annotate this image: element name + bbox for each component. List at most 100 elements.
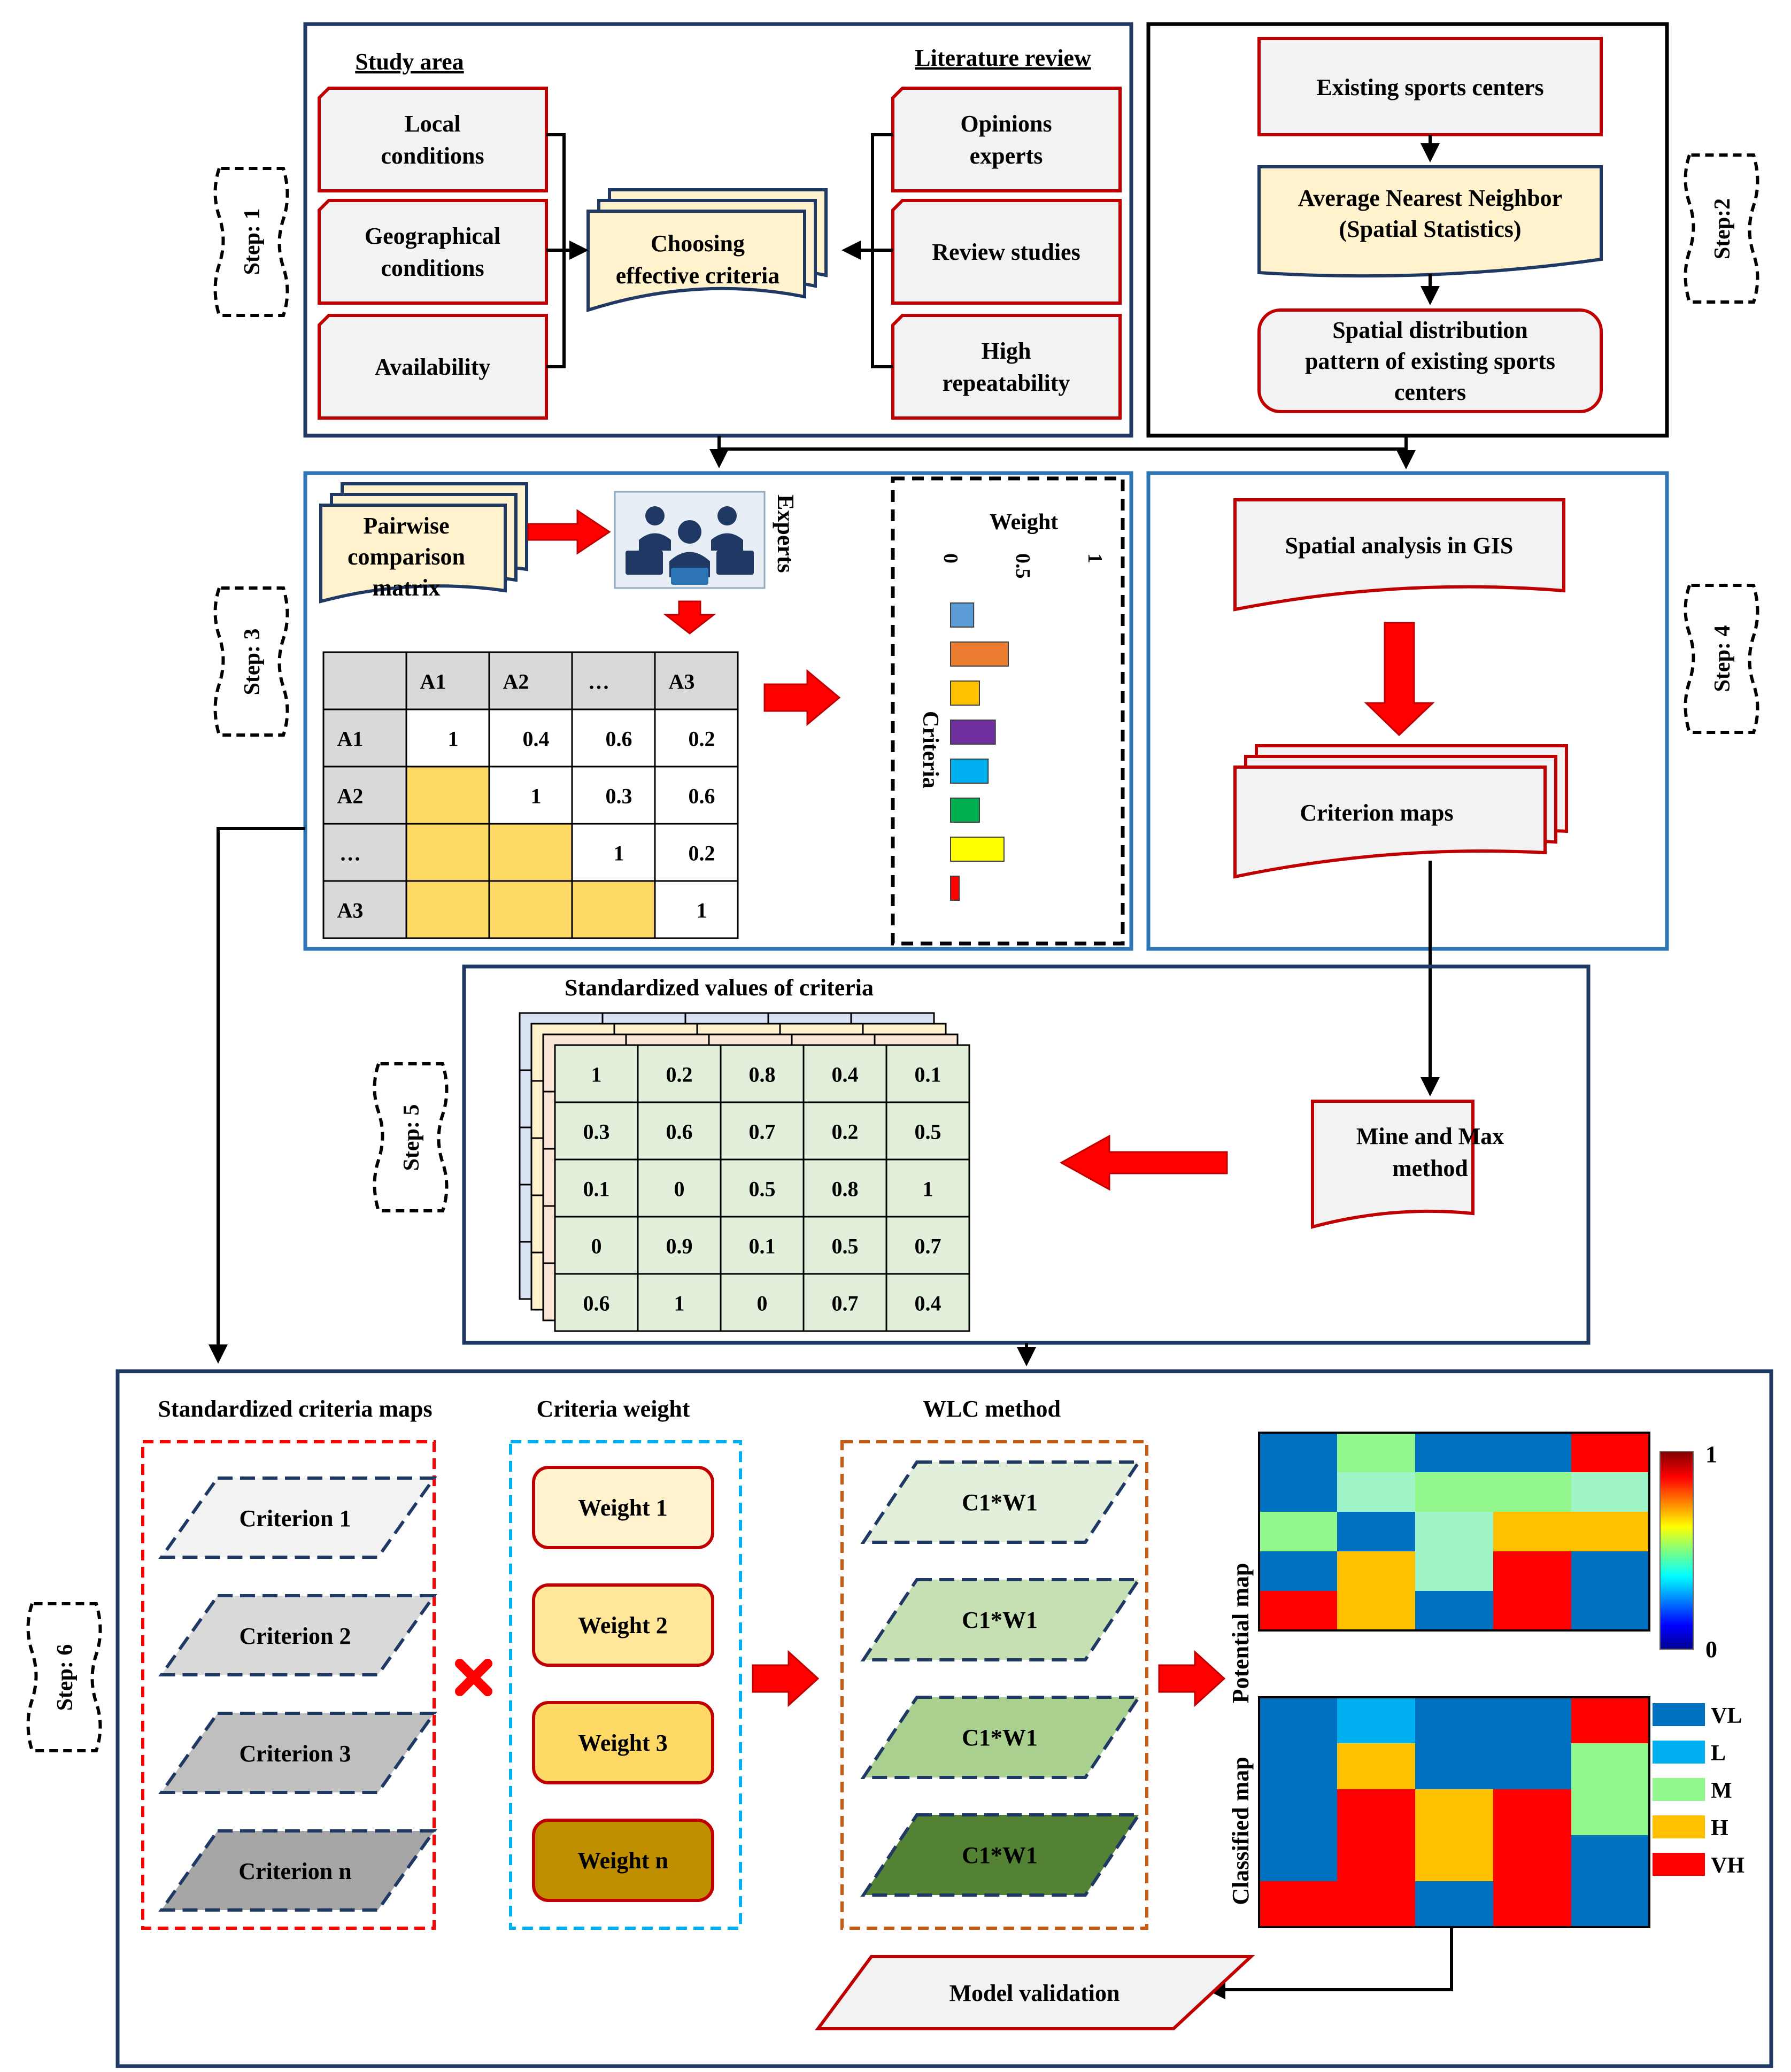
legend-label-vh: VH — [1711, 1853, 1744, 1878]
red-arrow-down-to-maps — [1364, 622, 1435, 737]
step1-left-box-3: Availability — [318, 314, 548, 420]
s6-potential-cell-0-1 — [1337, 1433, 1416, 1473]
existing-sports-centers-label: Existing sports centers — [1316, 74, 1543, 100]
matrix-cell-1-0: A2 — [337, 784, 364, 808]
s6-classified-cell-4-3 — [1493, 1881, 1572, 1928]
min-max-line1: Mine and Max — [1356, 1123, 1504, 1149]
criterion-map-3: Criterion 3 — [158, 1712, 437, 1794]
matrix-cell-1-2: 1 — [531, 784, 542, 808]
model-validation-label: Model validation — [949, 1980, 1120, 2006]
matrix-cell-2-3: 1 — [614, 841, 624, 865]
weight-bar-3 — [950, 681, 980, 706]
criterion-maps-box: Criterion maps — [1233, 744, 1568, 879]
spatial-analysis-label: Spatial analysis in GIS — [1285, 532, 1514, 559]
weight-label-2: Weight 2 — [578, 1612, 667, 1638]
criterion-label-2: Criterion 2 — [240, 1623, 351, 1649]
s6-potential-cell-4-2 — [1415, 1591, 1494, 1631]
matrix-cell-1-3: 0.3 — [606, 784, 632, 808]
red-arrow-to-wlc — [752, 1650, 820, 1707]
colorbar-min: 0 — [1705, 1636, 1717, 1663]
wlc-label-4: C1*W1 — [962, 1842, 1038, 1868]
red-arrow-down-to-matrix — [663, 600, 716, 635]
step6-tag: Step: 6 — [26, 1602, 102, 1752]
weight-bar-4 — [950, 720, 996, 745]
weight-axis-label: Weight — [990, 510, 1058, 535]
colorbar-max: 1 — [1705, 1441, 1717, 1467]
weight-bar-6 — [950, 798, 980, 823]
wlc-product-1: C1*W1 — [860, 1460, 1142, 1544]
std-cell-0-3: 0.4 — [832, 1063, 859, 1087]
weight-tick-1: 0.5 — [1012, 553, 1034, 579]
s6-classified-cell-3-1 — [1337, 1835, 1416, 1882]
step1-left-box-2-line1: Geographical — [365, 223, 500, 249]
study-area-title: Study area — [355, 49, 464, 75]
s6-potential-cell-2-0 — [1259, 1512, 1338, 1552]
legend-swatch-vl — [1651, 1702, 1706, 1727]
step1-right-box-1-line1: Opinions — [960, 111, 1052, 137]
s6-potential-cell-3-1 — [1337, 1551, 1416, 1591]
step3-label: Step: 3 — [240, 629, 265, 695]
choosing-criteria-line1: Choosing — [651, 230, 745, 257]
wlc-label-3: C1*W1 — [962, 1725, 1038, 1751]
s6-potential-cell-1-3 — [1493, 1472, 1572, 1512]
s6-potential-cell-1-2 — [1415, 1472, 1494, 1512]
s6-classified-cell-4-2 — [1415, 1881, 1494, 1928]
s6-classified-cell-1-2 — [1415, 1743, 1494, 1790]
std-cell-4-0: 0.6 — [583, 1292, 610, 1316]
choosing-criteria-box: Choosing effective criteria — [586, 188, 828, 313]
std-cell-1-3: 0.2 — [832, 1120, 859, 1144]
s6-classified-cell-3-3 — [1493, 1835, 1572, 1882]
step1-left-box-1-line2: conditions — [381, 143, 484, 169]
step1-right-box-2-line1: Review studies — [932, 239, 1080, 265]
s6-classified-cell-1-4 — [1571, 1743, 1650, 1790]
weight-chart-frame — [891, 476, 1125, 946]
std-cell-1-4: 0.5 — [915, 1120, 941, 1144]
s6-potential-cell-0-3 — [1493, 1433, 1572, 1473]
min-max-method-box — [1311, 1100, 1475, 1229]
red-arrow-to-maps — [1158, 1650, 1226, 1707]
pairwise-line2: comparison — [348, 544, 465, 570]
s6-potential-cell-3-2 — [1415, 1551, 1494, 1591]
matrix-cell-0-0: A1 — [337, 727, 364, 751]
multiply-icon — [455, 1659, 492, 1696]
matrix-cell-0-3: 0.6 — [606, 727, 632, 751]
s6-potential-cell-2-2 — [1415, 1512, 1494, 1552]
weight-label-1: Weight 1 — [578, 1495, 667, 1521]
colorbar — [1659, 1451, 1694, 1650]
s6-classified-cell-3-2 — [1415, 1835, 1494, 1882]
weight-label-3: Weight 3 — [578, 1730, 667, 1756]
s6-classified-cell-4-4 — [1571, 1881, 1650, 1928]
step6-label: Step: 6 — [53, 1644, 78, 1711]
std-cell-0-4: 0.1 — [915, 1063, 941, 1087]
std-cell-1-0: 0.3 — [583, 1120, 610, 1144]
s6-classified-cell-3-4 — [1571, 1835, 1650, 1882]
step1-label: Step: 1 — [240, 208, 265, 275]
s6-potential-cell-3-0 — [1259, 1551, 1338, 1591]
potential-map — [1258, 1432, 1650, 1632]
classified-map-label: Classified map — [1228, 1757, 1254, 1905]
matrix-cell-0-2: 0.4 — [523, 727, 550, 751]
step2-panel: Existing sports centers Average Nearest … — [1146, 22, 1669, 438]
legend-label-m: M — [1711, 1779, 1732, 1803]
weight-bar-1 — [950, 602, 975, 628]
red-arrow-to-weights — [763, 669, 841, 726]
step1-panel: Study area Literature review Localcondit… — [303, 22, 1133, 438]
classified-map — [1258, 1696, 1650, 1928]
s6-classified-cell-0-3 — [1493, 1697, 1572, 1744]
step2-tag: Step:2 — [1684, 153, 1759, 304]
matrix-header-3: … — [588, 670, 609, 694]
s6-classified-cell-2-0 — [1259, 1789, 1338, 1836]
s6-classified-cell-2-4 — [1571, 1789, 1650, 1836]
s6-potential-cell-1-1 — [1337, 1472, 1416, 1512]
nearest-neighbor-line2: (Spatial Statistics) — [1339, 216, 1522, 242]
min-max-line2: method — [1392, 1155, 1468, 1181]
s6-potential-cell-0-2 — [1415, 1433, 1494, 1473]
s6-classified-cell-2-1 — [1337, 1789, 1416, 1836]
wlc-product-2: C1*W1 — [860, 1578, 1142, 1661]
step2-label: Step:2 — [1710, 198, 1735, 259]
weight-box-1: Weight 1 — [532, 1466, 714, 1549]
criterion-map-2: Criterion 2 — [158, 1594, 437, 1676]
